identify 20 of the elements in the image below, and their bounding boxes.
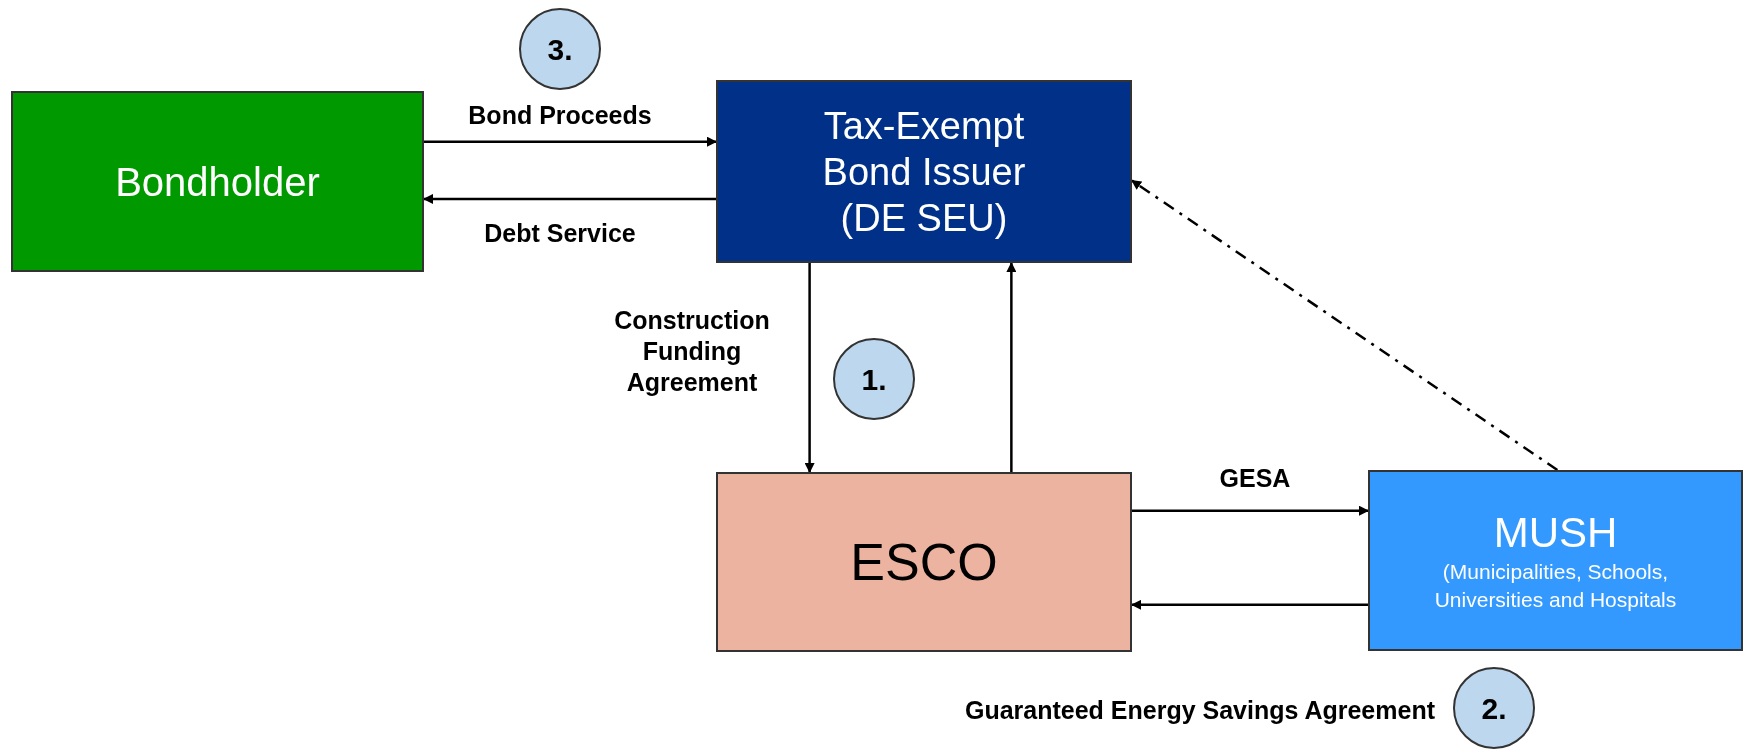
arrow bbox=[1006, 262, 1017, 472]
arrow bbox=[423, 193, 716, 204]
arrow bbox=[1131, 179, 1559, 472]
arrow bbox=[1131, 599, 1368, 610]
node-title: Bondholder bbox=[114, 158, 321, 206]
node-title: MUSH bbox=[1492, 507, 1619, 558]
node-title: 2. bbox=[1480, 690, 1508, 727]
node-subtitle: (Municipalities, Schools, Universities and Hospitals bbox=[1433, 558, 1678, 613]
process-box bbox=[716, 80, 1132, 263]
node-title: ESCO bbox=[849, 532, 999, 593]
arrow bbox=[804, 263, 815, 473]
process-box bbox=[1368, 470, 1743, 651]
node-title: 3. bbox=[546, 31, 574, 68]
note-text: Guaranteed Energy Savings Agreement bbox=[963, 695, 1435, 726]
node-title: Tax-Exempt Bond Issuer (DE SEU) bbox=[821, 103, 1027, 241]
arrow bbox=[1132, 505, 1369, 516]
process-box bbox=[11, 91, 424, 272]
arrow bbox=[424, 136, 717, 147]
node-title: 1. bbox=[860, 361, 888, 398]
process-box bbox=[716, 472, 1132, 652]
